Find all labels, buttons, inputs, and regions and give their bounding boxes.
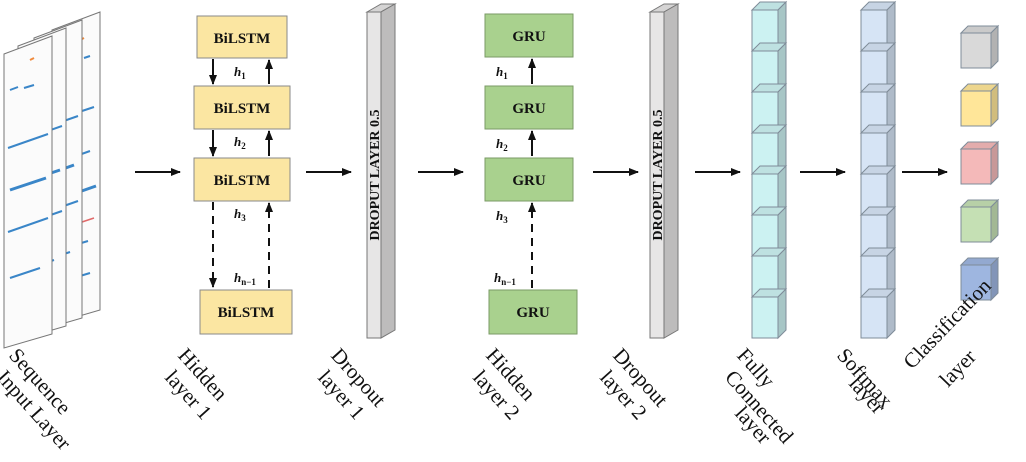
hidden-state-label: h2	[496, 136, 508, 153]
hidden-state-label: h3	[496, 208, 508, 225]
sequence-input-stack	[3, 11, 101, 349]
bilstm-label: BiLSTM	[214, 173, 271, 189]
caption-fully-connected: Fully Connected layer	[720, 343, 798, 448]
bilstm-label: BiLSTM	[214, 101, 271, 117]
bilstm-block: BiLSTM	[199, 289, 293, 335]
hidden-state-label: hn−1	[494, 270, 516, 287]
softmax-neuron-cube	[859, 287, 897, 340]
caption-softmax: Softmax layer	[832, 343, 898, 418]
dropout-layer-2: DROPUT LAYER 0.5	[648, 3, 680, 339]
softmax-neuron-cube	[859, 164, 897, 217]
bilstm-block: BiLSTM	[196, 15, 288, 59]
gru-label: GRU	[516, 305, 550, 321]
gru-block: GRU	[488, 289, 578, 335]
hidden-state-label: h1	[234, 64, 246, 81]
gru-label: GRU	[512, 29, 546, 45]
dropout-label: DROPUT LAYER 0.5	[368, 109, 383, 240]
classification-cubes	[959, 24, 1000, 302]
hidden-layer-2: GRU GRU GRU GRU h1 h2 h3 hn−1	[484, 13, 578, 335]
dropout-layer-1: DROPUT LAYER 0.5	[365, 3, 397, 339]
softmax-stack	[859, 0, 897, 340]
bilstm-block: BiLSTM	[193, 85, 291, 130]
hidden-state-label: h1	[496, 64, 508, 81]
class-output-cube	[959, 198, 1000, 244]
hidden-layer-1: BiLSTM BiLSTM BiLSTM BiLSTM h1 h2 h3 hn−…	[193, 15, 293, 335]
gru-label: GRU	[512, 173, 546, 189]
hidden-state-label: h3	[234, 206, 246, 223]
fc-neuron-cube	[750, 287, 788, 340]
hidden-state-label: h2	[234, 134, 246, 151]
caption-hidden-2: Hidden layer 2	[468, 343, 541, 424]
caption-line: layer	[934, 345, 980, 392]
hidden-state-label: hn−1	[234, 270, 256, 287]
class-output-cube	[959, 256, 1000, 302]
bilstm-block: BiLSTM	[193, 157, 291, 202]
gru-block: GRU	[484, 13, 574, 58]
gru-label: GRU	[512, 101, 546, 117]
input-sheet	[3, 35, 53, 349]
class-output-cube	[959, 140, 1000, 186]
caption-hidden-1: Hidden layer 1	[160, 343, 233, 424]
caption-line: Classification	[898, 273, 996, 373]
gru-block: GRU	[484, 85, 574, 130]
caption-sequence-input: Sequence Input Layer	[0, 343, 76, 454]
class-output-cube	[959, 82, 1000, 128]
class-output-cube	[959, 24, 1000, 70]
dropout-label: DROPUT LAYER 0.5	[651, 109, 666, 240]
gru-block: GRU	[484, 157, 574, 202]
fully-connected-stack	[750, 0, 788, 340]
bilstm-label: BiLSTM	[218, 305, 275, 321]
bilstm-label: BiLSTM	[214, 31, 271, 47]
caption-dropout-2: Dropout layer 2	[595, 343, 673, 424]
caption-dropout-1: Dropout layer 1	[313, 343, 391, 424]
caption-classification: Classification layer	[898, 273, 996, 391]
